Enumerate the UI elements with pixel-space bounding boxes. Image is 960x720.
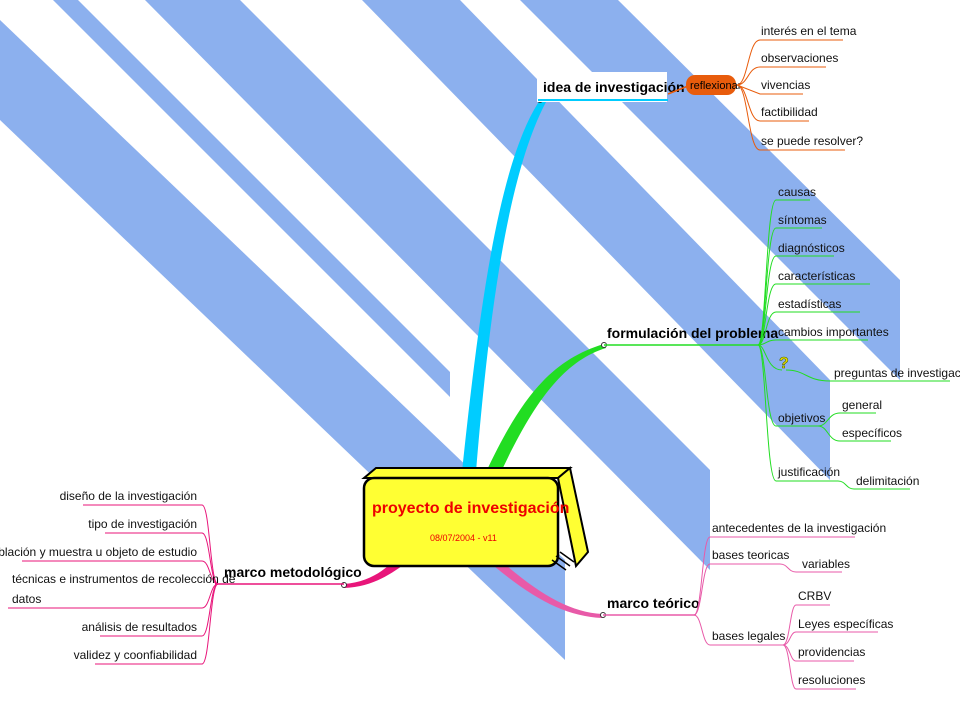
formulacion-item[interactable]: síntomas	[778, 213, 827, 227]
metodologico-item[interactable]: datos	[12, 592, 41, 606]
metodologico-branch: marco metodológico diseño de la investig…	[0, 489, 410, 665]
central-topic[interactable]: proyecto de investigación 08/07/2004 - v…	[361, 466, 590, 571]
legal-item[interactable]: resoluciones	[798, 673, 865, 687]
stripe	[145, 0, 710, 570]
formulacion-item[interactable]: estadísticas	[778, 297, 841, 311]
metodologico-item[interactable]: técnicas e instrumentos de recolección d…	[12, 572, 236, 586]
formulacion-title[interactable]: formulación del problema	[607, 325, 778, 341]
metodologico-item[interactable]: análisis de resultados	[82, 620, 197, 634]
idea-item[interactable]: se puede resolver?	[761, 134, 863, 148]
idea-item[interactable]: interés en el tema	[761, 24, 857, 38]
teorico-title[interactable]: marco teórico	[607, 595, 700, 611]
formulacion-item[interactable]: diagnósticos	[778, 241, 845, 255]
antecedentes-label[interactable]: antecedentes de la investigación	[712, 521, 886, 535]
reflexionar-node[interactable]	[686, 75, 736, 95]
metodologico-item[interactable]: población y muestra u objeto de estudio	[0, 545, 197, 559]
objetivos-label[interactable]: objetivos	[778, 411, 825, 425]
idea-connector	[462, 100, 546, 472]
formulacion-item[interactable]: características	[778, 269, 855, 283]
idea-item[interactable]: observaciones	[761, 51, 838, 65]
legal-item[interactable]: CRBV	[798, 589, 831, 603]
variables-label[interactable]: variables	[802, 557, 850, 571]
objetivo-item[interactable]: general	[842, 398, 882, 412]
preguntas-label[interactable]: preguntas de investigación	[834, 366, 960, 380]
reflexionar-label[interactable]: reflexionar	[690, 80, 742, 92]
formulacion-item[interactable]: causas	[778, 185, 816, 199]
central-box-top	[361, 467, 573, 479]
metodologico-item[interactable]: validez y coonfiabilidad	[74, 648, 197, 662]
bases-legales-label[interactable]: bases legales	[712, 629, 785, 643]
bases-teoricas-label[interactable]: bases teoricas	[712, 548, 789, 562]
central-box-front	[362, 476, 560, 568]
metodologico-item[interactable]: diseño de la investigación	[60, 489, 197, 503]
justificacion-label[interactable]: justificación	[777, 465, 840, 479]
idea-node[interactable]	[537, 72, 667, 102]
delimitacion-label[interactable]: delimitación	[856, 474, 919, 488]
central-title[interactable]: proyecto de investigación	[372, 500, 569, 517]
central-subtitle: 08/07/2004 - v11	[430, 533, 497, 543]
idea-title[interactable]: idea de investigación	[543, 79, 685, 95]
central-box-side	[556, 466, 590, 569]
legal-item[interactable]: Leyes específicas	[798, 617, 893, 631]
stripe	[53, 0, 450, 397]
teorico-branch: marco teórico antecedentes de la investi…	[494, 521, 893, 690]
metodologico-title[interactable]: marco metodológico	[224, 564, 362, 580]
idea-item[interactable]: factibilidad	[761, 105, 818, 119]
metodologico-item[interactable]: tipo de investigación	[88, 517, 197, 531]
objetivo-item[interactable]: específicos	[842, 426, 902, 440]
formulacion-item[interactable]: cambios importantes	[778, 325, 889, 339]
legal-item[interactable]: providencias	[798, 645, 865, 659]
idea-item[interactable]: vivencias	[761, 78, 810, 92]
formulacion-branch: formulación del problema causas síntomas…	[486, 185, 960, 490]
stripe	[362, 0, 830, 480]
question-mark-icon[interactable]: ?	[779, 355, 789, 373]
central-box-corner	[551, 551, 575, 571]
idea-branch: idea de investigación reflexionar interé…	[462, 24, 863, 472]
formulacion-connector	[486, 344, 606, 474]
